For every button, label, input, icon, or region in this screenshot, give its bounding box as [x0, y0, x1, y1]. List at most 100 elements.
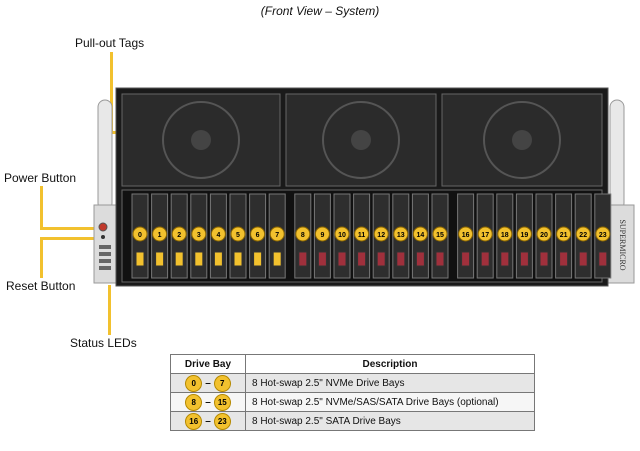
status-leds — [99, 245, 111, 270]
drive-bay-number: 12 — [377, 232, 385, 239]
drive-bay-release-tab — [317, 251, 327, 267]
status-leds-label: Status LEDs — [70, 336, 137, 350]
drive-bay-badge — [152, 226, 168, 242]
power-button-label: Power Button — [4, 171, 77, 185]
drive-bay-release-tab — [559, 251, 569, 267]
drive-bay-number: 22 — [579, 232, 587, 239]
drive-bay[interactable]: 23 — [594, 193, 612, 279]
drive-bay-release-tab — [598, 251, 608, 267]
drive-bay[interactable]: 2 — [170, 193, 188, 279]
drive-bay-badge — [556, 226, 572, 242]
bay-badge: 16 — [185, 412, 203, 430]
drive-bay-badge — [497, 226, 513, 242]
bay-badge: 8 — [185, 393, 203, 411]
drive-bay[interactable]: 20 — [535, 193, 553, 279]
drive-bay-badge — [191, 226, 207, 242]
drive-bay[interactable]: 7 — [268, 193, 286, 279]
drive-bay-number: 17 — [481, 232, 489, 239]
drive-bay[interactable]: 0 — [131, 193, 149, 279]
drive-bay[interactable]: 15 — [431, 193, 449, 279]
drive-bay-release-tab — [376, 251, 386, 267]
control-panel — [93, 204, 119, 284]
bay-badge: 0 — [185, 374, 203, 392]
drive-bay-badge — [432, 226, 448, 242]
reset-button-leader-horizontal — [40, 237, 98, 240]
drive-bay[interactable]: 12 — [372, 193, 390, 279]
drive-bay-badge — [354, 226, 370, 242]
range-dash: – — [205, 396, 211, 408]
bay-badge: 7 — [213, 374, 231, 392]
drive-bay[interactable]: 3 — [190, 193, 208, 279]
drive-bay-number: 14 — [417, 232, 425, 239]
drive-bay[interactable]: 16 — [457, 193, 475, 279]
drive-bay-badge — [230, 226, 246, 242]
drive-bay[interactable]: 5 — [229, 193, 247, 279]
bay-badge: 23 — [213, 412, 231, 430]
bay-badge: 15 — [213, 393, 231, 411]
drive-bay-release-tab — [461, 251, 471, 267]
drive-bay-release-tab — [357, 251, 367, 267]
drive-bay-badge — [575, 226, 591, 242]
drive-bay[interactable]: 8 — [294, 193, 312, 279]
drive-bay-number: 13 — [397, 232, 405, 239]
status-leds-leader-vertical — [108, 285, 111, 335]
drive-bay-badge — [373, 226, 389, 242]
drive-bay-table: Drive Bay Description 0 – 7 8 Hot-swap 2… — [170, 354, 535, 431]
brand-logo: SUPERMICRO — [618, 219, 627, 270]
drive-bay-badge — [412, 226, 428, 242]
drive-bay-release-tab — [233, 251, 243, 267]
drive-bay-badge — [334, 226, 350, 242]
drive-bay-release-tab — [519, 251, 529, 267]
table-row: 8 – 15 8 Hot-swap 2.5" NVMe/SAS/SATA Dri… — [170, 392, 535, 412]
header-drive-bay: Drive Bay — [170, 354, 246, 374]
drive-bay[interactable]: 11 — [353, 193, 371, 279]
drive-bay-badge — [536, 226, 552, 242]
drive-bay[interactable]: 9 — [313, 193, 331, 279]
drive-bay[interactable]: 19 — [515, 193, 533, 279]
drive-bay-number: 10 — [338, 232, 346, 239]
left-handle — [97, 99, 113, 211]
drive-bay-badge — [477, 226, 493, 242]
drive-bay-release-tab — [500, 251, 510, 267]
drive-bay[interactable]: 1 — [151, 193, 169, 279]
drive-bay-release-tab — [253, 251, 263, 267]
drive-bay-release-tab — [272, 251, 282, 267]
pull-out-tags-leader-vertical — [110, 52, 113, 132]
drive-bay[interactable]: 14 — [411, 193, 429, 279]
drive-bay-number: 2 — [177, 232, 181, 239]
drive-bay[interactable]: 4 — [209, 193, 227, 279]
drive-bay-release-tab — [415, 251, 425, 267]
row-description: 8 Hot-swap 2.5" NVMe/SAS/SATA Drive Bays… — [245, 392, 535, 412]
reset-button-leader-vertical — [40, 238, 43, 278]
drive-bay[interactable]: 13 — [392, 193, 410, 279]
drive-bay[interactable]: 18 — [496, 193, 514, 279]
drive-bay-number: 1 — [158, 232, 162, 239]
drive-bay-number: 23 — [599, 232, 607, 239]
range-dash: – — [205, 415, 211, 427]
row-description: 8 Hot-swap 2.5" NVMe Drive Bays — [245, 373, 535, 393]
drive-bay-badge — [295, 226, 311, 242]
power-button-leader-vertical — [40, 186, 43, 228]
drive-bay-release-tab — [435, 251, 445, 267]
drive-bay[interactable]: 21 — [555, 193, 573, 279]
drive-bay-number: 21 — [560, 232, 568, 239]
drive-bay[interactable]: 6 — [249, 193, 267, 279]
drive-bay-badge — [171, 226, 187, 242]
drive-bay[interactable]: 10 — [333, 193, 351, 279]
drive-bay-number: 9 — [320, 232, 324, 239]
drive-bay-number: 6 — [256, 232, 260, 239]
drive-bay-release-tab — [174, 251, 184, 267]
drive-bay-number: 0 — [138, 232, 142, 239]
drive-bay-number: 20 — [540, 232, 548, 239]
fan-grilles — [121, 93, 603, 187]
drive-bay-badge — [269, 226, 285, 242]
row-description: 8 Hot-swap 2.5" SATA Drive Bays — [245, 411, 535, 431]
drive-bay-badge — [210, 226, 226, 242]
drive-bay-number: 7 — [275, 232, 279, 239]
drive-bay[interactable]: 22 — [574, 193, 592, 279]
drive-bay[interactable]: 17 — [476, 193, 494, 279]
power-button-leader-horizontal — [40, 227, 98, 230]
power-button — [98, 222, 108, 232]
